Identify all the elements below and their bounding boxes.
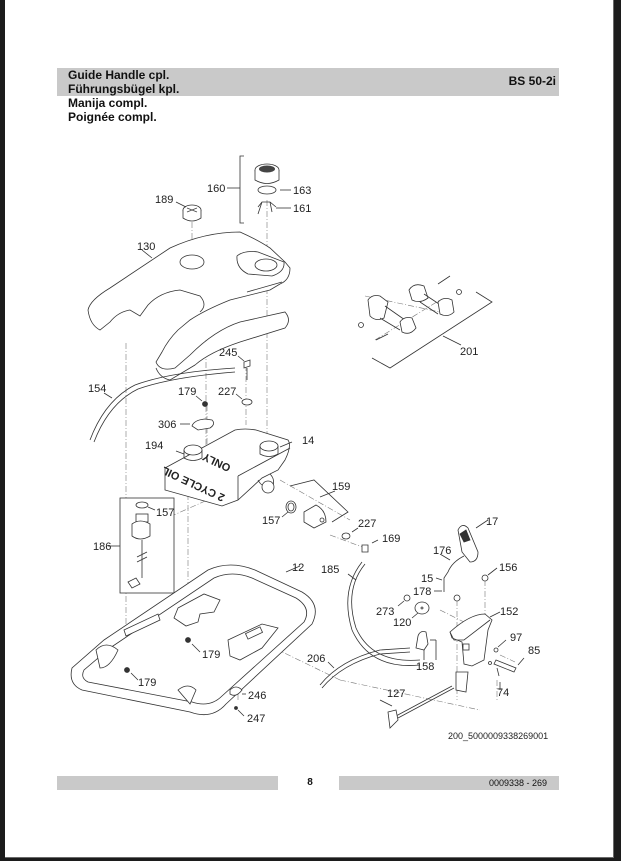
part-158-switch — [415, 631, 437, 660]
callout-179-top: 179 — [178, 386, 196, 398]
header-bar — [57, 68, 559, 96]
part-152-throttle-housing — [449, 611, 501, 667]
callout-163: 163 — [293, 185, 311, 197]
part-154-hose — [89, 367, 236, 441]
callout-154: 154 — [88, 383, 106, 395]
callout-15: 15 — [421, 573, 433, 585]
callout-247: 247 — [247, 713, 265, 725]
title-german: Führungsbügel kpl. — [68, 82, 180, 96]
part-127-wire-harness — [379, 671, 469, 729]
part-159-valve — [281, 479, 379, 553]
callout-160: 160 — [207, 183, 225, 195]
part-227-washer-top — [235, 393, 253, 406]
part-206-hose — [319, 647, 411, 686]
callout-246: 246 — [248, 690, 266, 702]
callout-161: 161 — [293, 203, 311, 215]
part-201-clamp-kit — [358, 275, 493, 369]
title-french: Poignée compl. — [68, 110, 157, 124]
callout-179-frame: 179 — [202, 649, 220, 661]
part-130-handle-cover — [87, 231, 291, 381]
footer-bar-right — [339, 776, 559, 790]
part-176-cable — [443, 555, 465, 592]
callout-17: 17 — [486, 516, 498, 528]
part-186-level-sensor — [108, 497, 175, 594]
part-156-nut — [481, 574, 489, 582]
callout-176: 176 — [433, 545, 451, 557]
page-number: 8 — [307, 777, 313, 788]
part-160-cap-assembly — [227, 155, 291, 224]
part-120-disc — [414, 601, 430, 615]
part-85-bolt — [493, 659, 517, 673]
title-english: Guide Handle cpl. — [68, 68, 170, 82]
callout-158: 158 — [416, 661, 434, 673]
callout-227-valve: 227 — [358, 518, 376, 530]
part-74-screw — [496, 667, 500, 677]
manual-page — [5, 0, 614, 858]
part-306-plate — [180, 418, 214, 431]
callout-189: 189 — [155, 194, 173, 206]
model-name: BS 50-2i — [508, 74, 556, 88]
callout-186: 186 — [93, 541, 111, 553]
callout-127: 127 — [387, 688, 405, 700]
callout-201: 201 — [460, 346, 478, 358]
drawing-id: 200_5000009338269001 — [448, 731, 549, 741]
callout-152: 152 — [500, 606, 518, 618]
document-code: 0009338 - 269 — [488, 778, 547, 788]
part-185-hose — [347, 561, 421, 666]
part-179-screw-top — [195, 395, 208, 407]
title-spanish: Manija compl. — [68, 96, 148, 110]
callout-159: 159 — [332, 481, 350, 493]
fasteners-frame — [124, 637, 246, 717]
callout-169: 169 — [382, 533, 400, 545]
callout-14: 14 — [302, 435, 314, 447]
callout-273: 273 — [376, 606, 394, 618]
callout-120: 120 — [393, 617, 411, 629]
part-14-oil-tank: 2 CYCLE OIL ONLY — [160, 428, 293, 507]
part-12-guide-frame — [70, 564, 316, 716]
callout-194: 194 — [145, 440, 163, 452]
part-97-washer — [493, 647, 499, 653]
footer-bar-left — [57, 776, 278, 790]
part-273-nut — [403, 594, 411, 602]
callout-157-sensor: 157 — [156, 507, 174, 519]
callout-labels: 160 163 161 189 130 201 245 154 179 227 … — [88, 183, 540, 725]
callout-185: 185 — [321, 564, 339, 576]
callout-178: 178 — [413, 586, 431, 598]
callout-85: 85 — [528, 645, 540, 657]
callout-179-left: 179 — [138, 677, 156, 689]
callout-306: 306 — [158, 419, 176, 431]
callout-245: 245 — [219, 347, 237, 359]
callout-130: 130 — [137, 241, 155, 253]
callout-12: 12 — [292, 562, 304, 574]
callout-74: 74 — [497, 687, 509, 699]
callout-157-valve: 157 — [262, 515, 280, 527]
part-245-screw — [237, 355, 251, 380]
part-189-cap — [175, 201, 202, 222]
callout-97: 97 — [510, 632, 522, 644]
callout-206: 206 — [307, 653, 325, 665]
part-17-throttle-lever — [457, 519, 489, 563]
callout-227-top: 227 — [218, 386, 236, 398]
callout-156: 156 — [499, 562, 517, 574]
